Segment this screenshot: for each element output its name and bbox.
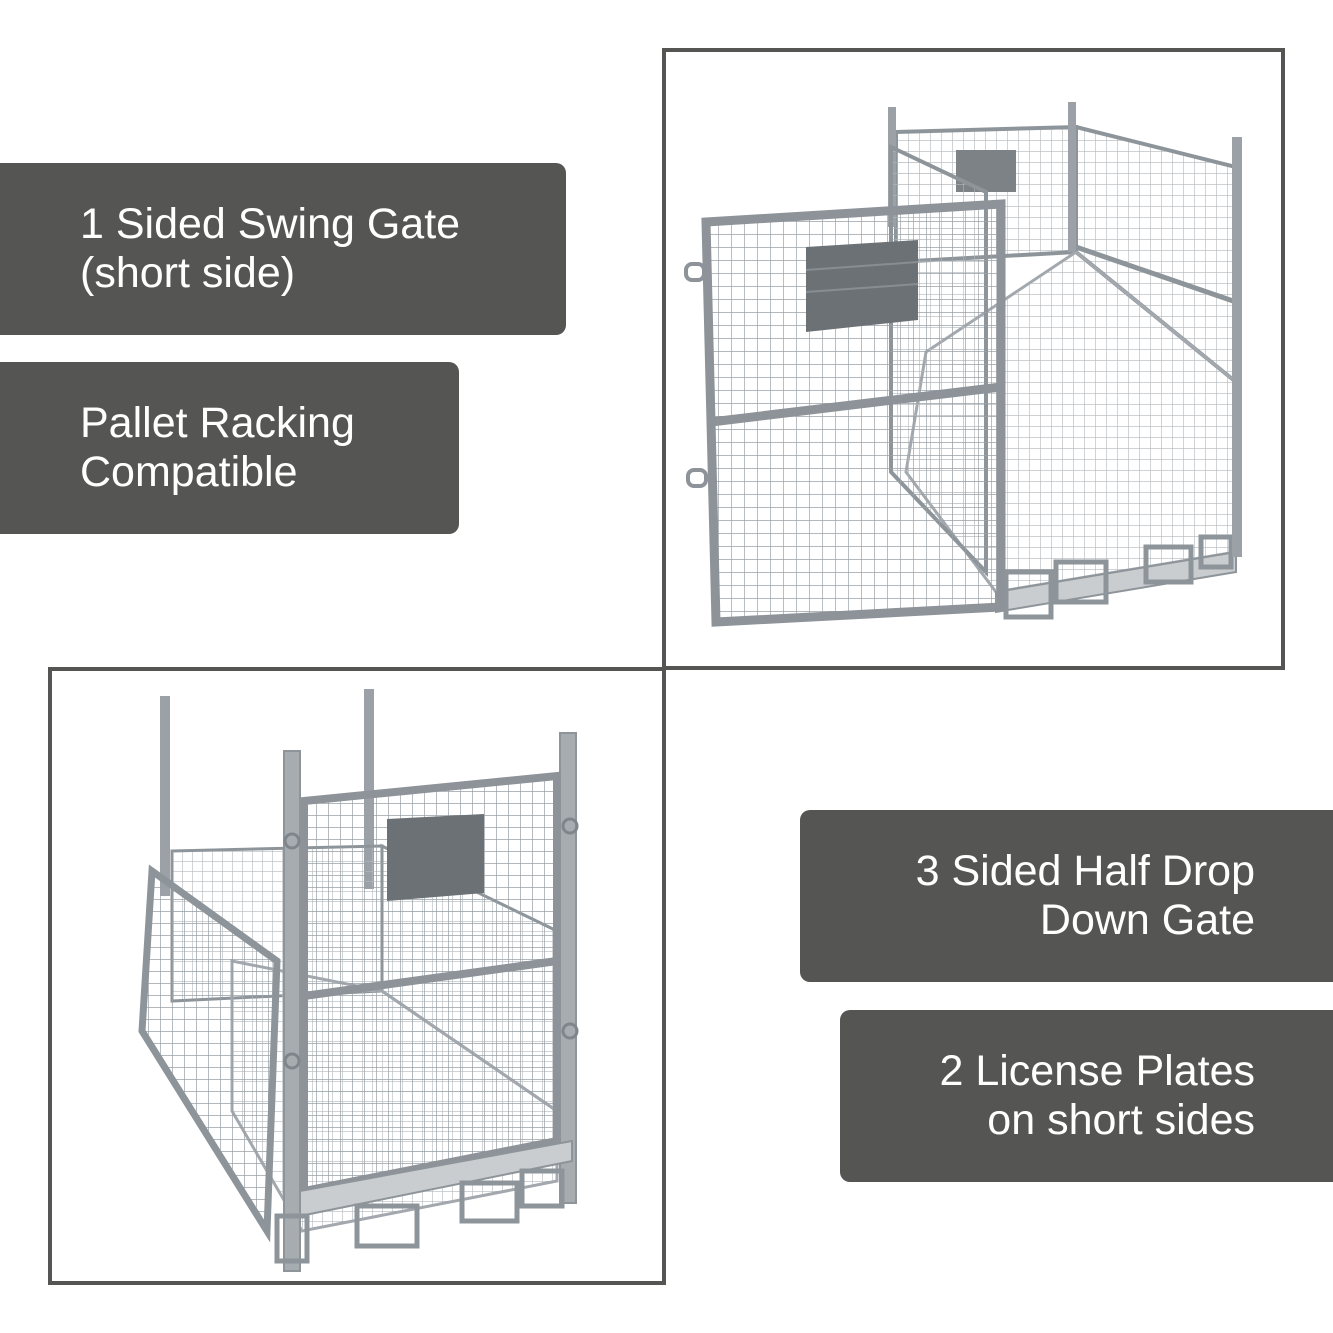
feature-label-drop-down-gate: 3 Sided Half Drop Down Gate bbox=[800, 810, 1333, 982]
feature-label-pallet-racking: Pallet Racking Compatible bbox=[0, 362, 459, 534]
product-photo-swing-gate bbox=[662, 48, 1285, 670]
cage-swing-gate-illustration bbox=[684, 102, 1242, 627]
cage-drop-down-gate-illustration bbox=[138, 689, 579, 1272]
feature-label-pallet-racking-line2: Compatible bbox=[80, 448, 298, 496]
feature-label-swing-gate-line1: 1 Sided Swing Gate bbox=[80, 200, 461, 248]
feature-label-license-plates: 2 License Plates on short sides bbox=[840, 1010, 1333, 1182]
feature-label-license-plates-line2: on short sides bbox=[987, 1096, 1255, 1144]
feature-label-license-plates-line1: 2 License Plates bbox=[939, 1047, 1255, 1095]
product-photo-drop-down-gate bbox=[48, 667, 666, 1285]
feature-label-pallet-racking-line1: Pallet Racking bbox=[80, 399, 355, 447]
feature-label-drop-down-gate-line2: Down Gate bbox=[1039, 896, 1255, 944]
feature-label-swing-gate: 1 Sided Swing Gate (short side) bbox=[0, 163, 566, 335]
feature-label-drop-down-gate-line1: 3 Sided Half Drop bbox=[915, 847, 1255, 895]
feature-label-swing-gate-line2: (short side) bbox=[80, 249, 296, 297]
